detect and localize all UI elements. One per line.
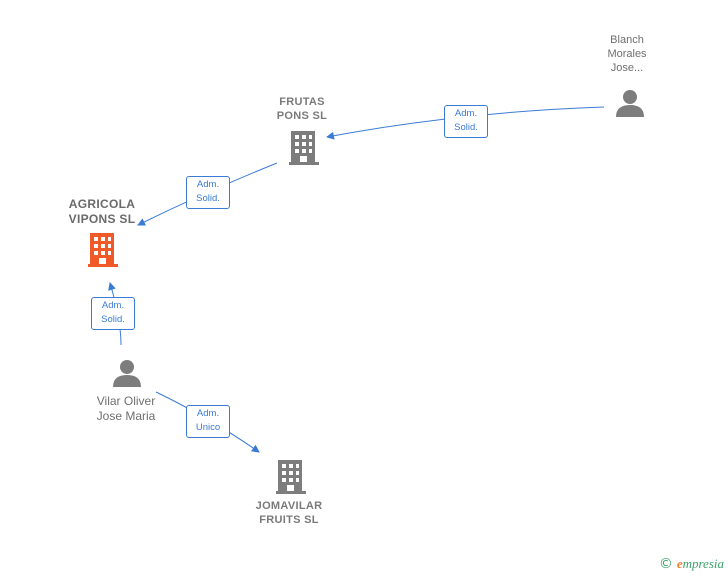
node-label-blanch-morales[interactable]: Blanch Morales Jose... <box>607 34 647 74</box>
building-icon[interactable] <box>276 460 306 494</box>
copyright-icon: © <box>658 556 673 572</box>
node-label-jomavilar-fruits[interactable]: JOMAVILAR FRUITS SL <box>255 500 323 526</box>
person-icon[interactable] <box>113 360 141 387</box>
node-label-vilar-oliver[interactable]: Vilar Oliver Jose Maria <box>96 394 156 423</box>
edge-label-blanch-to-frutas[interactable]: Adm. Solid. <box>444 105 488 138</box>
edge-label-vilar-to-agricola[interactable]: Adm. Solid. <box>91 297 135 330</box>
node-label-agricola-vipons[interactable]: AGRICOLA VIPONS SL <box>68 197 136 226</box>
person-icon[interactable] <box>616 90 644 117</box>
brand-logo: ©empresia <box>658 556 724 572</box>
edge-label-vilar-to-jomavilar[interactable]: Adm. Unico <box>186 405 230 438</box>
building-icon-highlighted[interactable] <box>88 233 118 267</box>
node-label-frutas-pons[interactable]: FRUTAS PONS SL <box>276 96 328 122</box>
edge-label-frutas-to-agricola[interactable]: Adm. Solid. <box>186 176 230 209</box>
building-icon[interactable] <box>289 131 319 165</box>
